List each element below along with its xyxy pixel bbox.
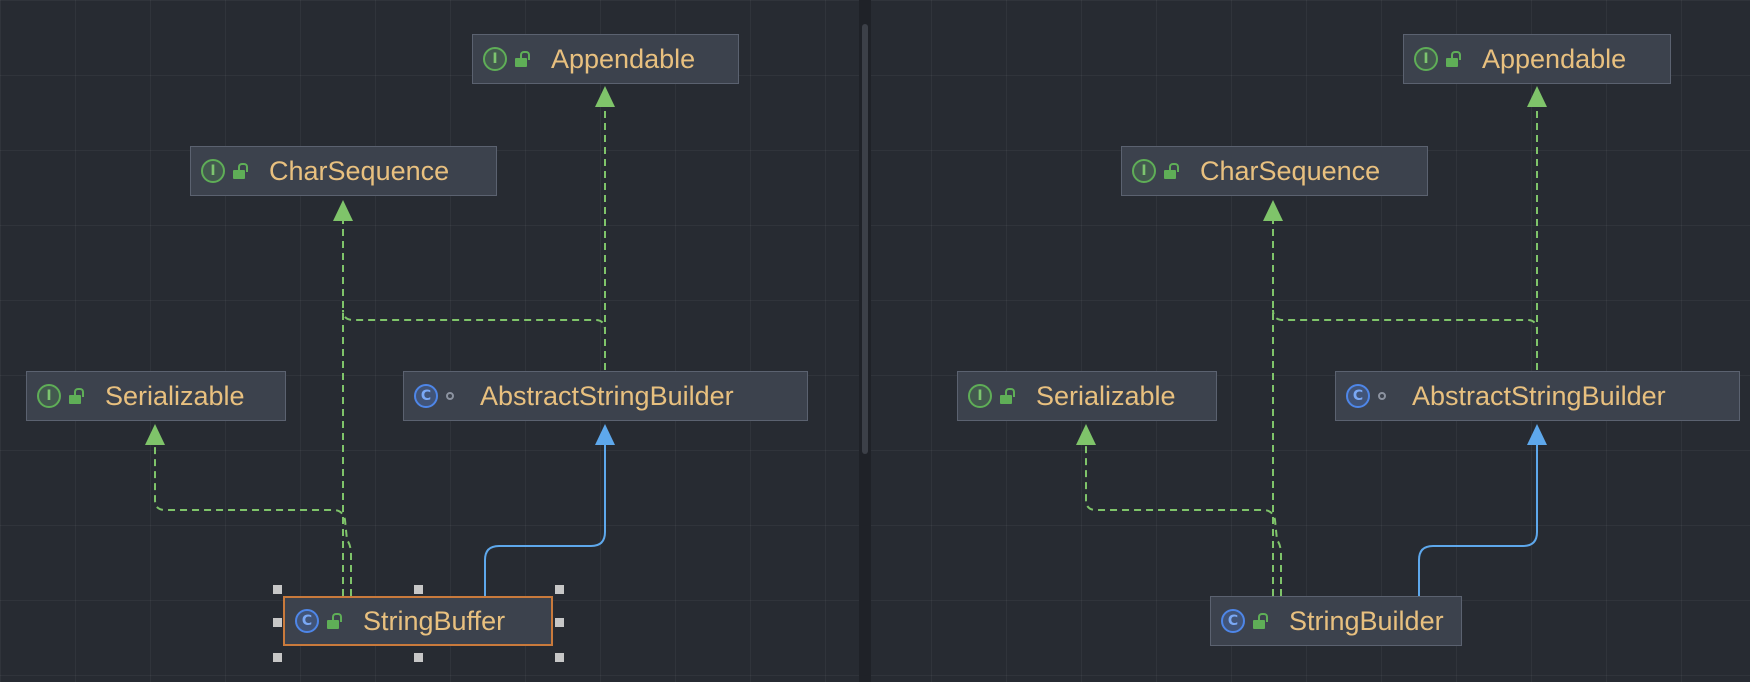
public-lock-icon [515,51,530,67]
edge-asb-charsequence [342,309,606,370]
public-lock-icon [1253,613,1268,629]
public-lock-icon [1000,388,1015,404]
node-label: AbstractStringBuilder [1412,380,1666,411]
arrowhead-appendable [595,86,615,107]
node-label: StringBuffer [363,605,506,636]
node-appendable[interactable]: I Appendable [472,34,739,84]
node-serializable[interactable]: I Serializable [26,371,286,421]
pane-divider[interactable] [859,0,871,682]
edge-subject-asb [1418,445,1538,596]
interface-badge-icon: I [1414,47,1438,71]
selection-handle-se[interactable] [555,653,564,662]
public-lock-icon [233,163,248,179]
arrowhead-charsequence [333,200,353,221]
interface-badge-icon: I [1132,159,1156,183]
selection-handle-n[interactable] [414,585,423,594]
node-label: CharSequence [1200,155,1381,186]
interface-badge-icon: I [37,384,61,408]
node-abstractstringbuilder[interactable]: C AbstractStringBuilder [1335,371,1740,421]
node-label: Appendable [551,43,696,74]
node-label: Serializable [1036,380,1176,411]
arrowhead-serializable [1076,424,1096,445]
edge-subject-serializable [1085,440,1282,596]
public-lock-icon [327,613,342,629]
package-private-dot-icon [446,392,454,400]
package-private-dot-icon [1378,392,1386,400]
node-label: StringBuilder [1289,605,1444,636]
class-badge-icon: C [1346,384,1370,408]
class-badge-icon: C [295,609,319,633]
node-abstractstringbuilder[interactable]: C AbstractStringBuilder [403,371,808,421]
interface-badge-icon: I [483,47,507,71]
arrowhead-appendable [1527,86,1547,107]
node-charsequence[interactable]: I CharSequence [190,146,497,196]
public-lock-icon [1446,51,1461,67]
node-charsequence[interactable]: I CharSequence [1121,146,1428,196]
arrowhead-charsequence [1263,200,1283,221]
vertical-scrollbar-thumb[interactable] [862,24,868,454]
node-label: CharSequence [269,155,450,186]
node-label: Appendable [1482,43,1627,74]
node-label: Serializable [105,380,245,411]
diagram-pane-right[interactable]: I Appendable I CharSequence I Serializab… [871,0,1750,682]
arrowhead-serializable [145,424,165,445]
arrowhead-asb [1527,424,1547,445]
node-serializable[interactable]: I Serializable [957,371,1217,421]
class-badge-icon: C [414,384,438,408]
interface-badge-icon: I [968,384,992,408]
diagram-pane-left[interactable]: I Appendable I CharSequence I Serializab… [0,0,859,682]
public-lock-icon [69,388,84,404]
selection-handle-e[interactable] [555,618,564,627]
interface-badge-icon: I [201,159,225,183]
selection-handle-nw[interactable] [273,585,282,594]
edges-left [145,86,615,596]
node-appendable[interactable]: I Appendable [1403,34,1671,84]
edge-subject-asb [484,445,606,596]
edge-subject-serializable [154,440,352,596]
selection-handle-s[interactable] [414,653,423,662]
node-subject-selected[interactable]: C StringBuffer [283,596,553,646]
selection-handle-w[interactable] [273,618,282,627]
public-lock-icon [1164,163,1179,179]
arrowhead-asb [595,424,615,445]
node-subject[interactable]: C StringBuilder [1210,596,1462,646]
node-label: AbstractStringBuilder [480,380,734,411]
selection-handle-ne[interactable] [555,585,564,594]
selection-handle-sw[interactable] [273,653,282,662]
edge-asb-charsequence [1272,309,1538,370]
class-badge-icon: C [1221,609,1245,633]
edges-right [1076,86,1547,596]
